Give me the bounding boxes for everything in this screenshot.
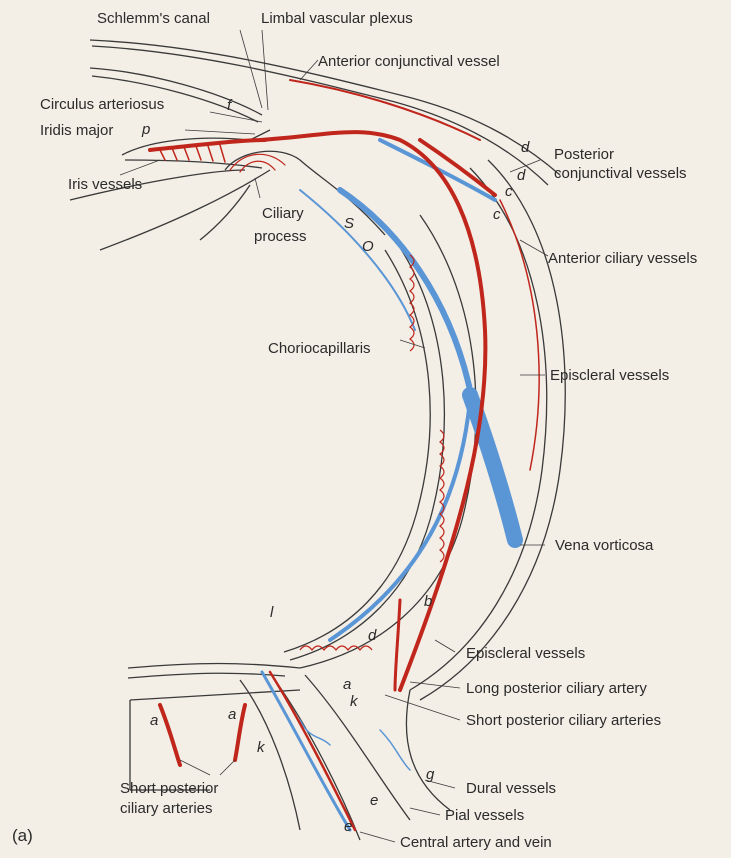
choriocapillaris-loops (300, 255, 444, 650)
lens-edge (200, 185, 250, 240)
label-anterior-ciliary-vessels: Anterior ciliary vessels (548, 250, 697, 268)
letter-s: S (344, 215, 354, 233)
label-long-posterior-ciliary-artery: Long posterior ciliary artery (466, 680, 647, 698)
central-artery (270, 672, 355, 830)
vena-vorticosa (470, 395, 515, 540)
letter-d-top: d (521, 139, 529, 157)
letter-k2: k (257, 739, 265, 757)
letter-d-low: d (368, 627, 376, 645)
letter-c1: c (505, 183, 513, 201)
label-iris-vessels: Iris vessels (68, 176, 142, 194)
letter-a1: a (343, 676, 351, 694)
letter-b: b (424, 593, 432, 611)
pial-vein-branch (300, 720, 410, 770)
letter-g: g (426, 766, 434, 784)
limbal-artery (290, 80, 480, 140)
label-short-posterior-ciliary-left-line2: ciliary arteries (120, 800, 213, 818)
label-episcleral-vessels-upper: Episcleral vessels (550, 367, 669, 385)
letter-c2: c (493, 206, 501, 224)
letter-p: p (142, 121, 150, 139)
letter-a3: a (228, 706, 236, 724)
label-ciliary-process-line2: process (254, 228, 307, 246)
short-posterior-ciliary-artery-1 (160, 705, 180, 765)
label-short-posterior-ciliary-left-line1: Short posterior (120, 780, 218, 798)
label-pial-vessels: Pial vessels (445, 807, 524, 825)
ciliary-process-vessels (230, 154, 285, 172)
label-posterior-conjunctival-line2: conjunctival vessels (554, 165, 687, 183)
letter-o: O (362, 238, 374, 256)
letter-e2: e (344, 818, 352, 836)
dural-box (130, 690, 300, 790)
letter-f: f (227, 97, 231, 115)
iris-lower-outline (125, 160, 262, 168)
label-vena-vorticosa: Vena vorticosa (555, 537, 653, 555)
retina-vein (300, 190, 415, 330)
dura-outer (406, 690, 450, 810)
label-dural-vessels: Dural vessels (466, 780, 556, 798)
sclera-outer (420, 160, 565, 700)
letter-k1: k (350, 693, 358, 711)
short-posterior-ciliary-artery-2 (235, 705, 245, 760)
optic-nerve-sheath-top (128, 664, 300, 669)
label-limbal-vascular-plexus: Limbal vascular plexus (261, 10, 413, 28)
label-episcleral-vessels-lower: Episcleral vessels (466, 645, 585, 663)
label-iridis-major: Iridis major (40, 122, 113, 140)
label-central-artery-and-vein: Central artery and vein (400, 834, 552, 852)
label-anterior-conjunctival-vessel: Anterior conjunctival vessel (318, 53, 500, 71)
label-choriocapillaris: Choriocapillaris (268, 340, 371, 358)
label-short-posterior-ciliary-arteries-right: Short posterior ciliary arteries (466, 712, 661, 730)
letter-a2: a (150, 712, 158, 730)
label-circulus-arteriosus: Circulus arteriosus (40, 96, 164, 114)
label-posterior-conjunctival-line1: Posterior (554, 146, 614, 164)
label-ciliary-process-line1: Ciliary (262, 205, 304, 223)
letter-l: l (270, 604, 273, 622)
choroidal-vein-main (340, 190, 470, 390)
episcleral-artery (500, 200, 539, 470)
central-vein (262, 672, 350, 830)
capillary-loops-upper (410, 255, 414, 351)
letter-e1: e (370, 792, 378, 810)
label-schlemms-canal: Schlemm's canal (97, 10, 210, 28)
letter-d2: d (517, 167, 525, 185)
retina-inner (284, 250, 430, 652)
short-posterior-ciliary-artery-3 (395, 600, 400, 690)
optic-nerve-left (240, 680, 300, 830)
panel-label: (a) (12, 826, 33, 846)
retina-outer (290, 240, 444, 660)
capillary-loops-lower (440, 430, 444, 562)
